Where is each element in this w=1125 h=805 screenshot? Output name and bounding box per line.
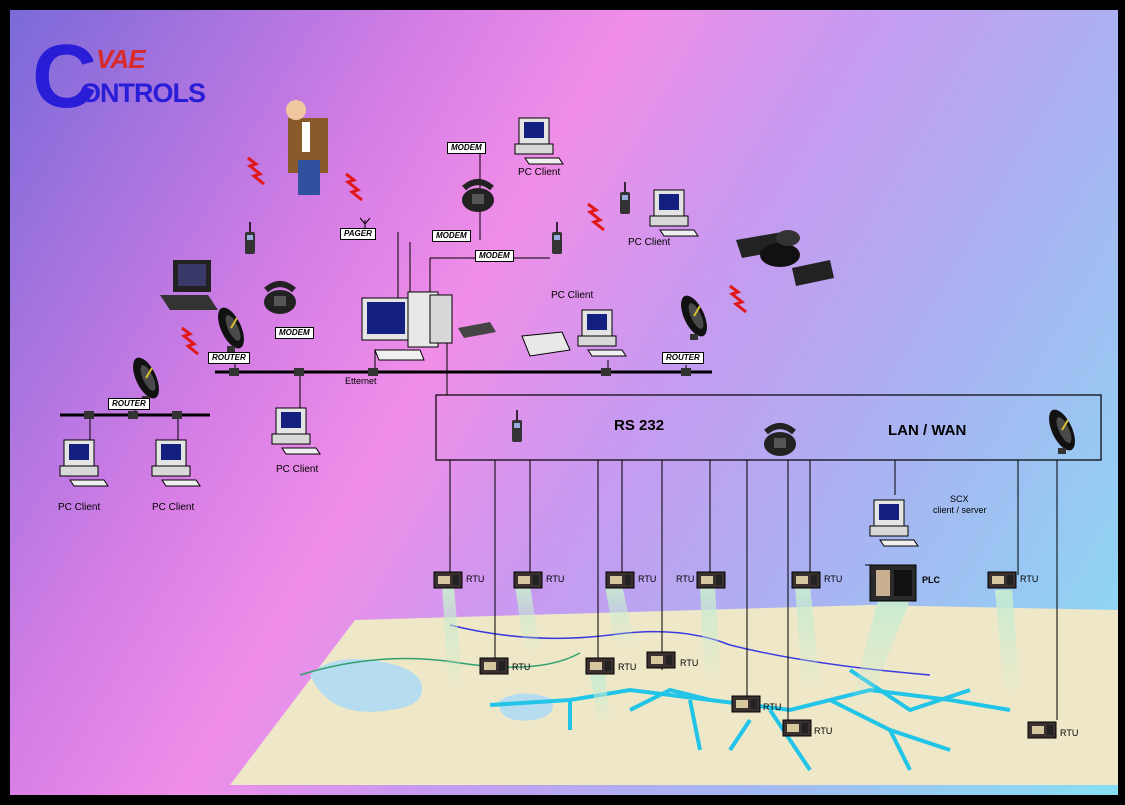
rs232-label: RS 232	[614, 417, 665, 434]
pc-client-icon	[59, 439, 109, 487]
phone-icon	[764, 426, 796, 456]
rtu-icon	[646, 651, 676, 669]
pc-client-label: PC Client	[551, 290, 594, 301]
scx-sublabel: client / server	[933, 505, 987, 515]
rtu-label: RTU	[814, 726, 833, 736]
router-dish-icon	[126, 352, 166, 404]
rtu-label: RTU	[1060, 728, 1079, 738]
pc-client-label: PC Client	[58, 502, 101, 513]
lake-1	[310, 659, 422, 712]
logo-letter-c: C	[32, 27, 97, 127]
mobile-phone-icon	[619, 181, 631, 215]
plc-label: PLC	[922, 575, 940, 585]
pc-client-label: PC Client	[518, 167, 561, 178]
rtu-label: RTU	[763, 702, 782, 712]
mobile-phone-icon	[511, 409, 523, 443]
laptop-icon	[160, 260, 218, 310]
logo-controls: ONTROLS	[80, 78, 206, 108]
modem-tag: MODEM	[275, 327, 314, 339]
rtu-icon	[605, 571, 635, 589]
rtu-label: RTU	[680, 658, 699, 668]
rs232-lan-wan-box	[435, 394, 1102, 461]
modem-tag: MODEM	[447, 142, 486, 154]
pc-client-icon	[577, 309, 627, 357]
modem-tag: MODEM	[432, 230, 471, 242]
dish-icon	[1042, 404, 1082, 456]
modem-phone-icon	[264, 284, 296, 314]
rtu-label: RTU	[512, 662, 531, 672]
pc-client-label: PC Client	[628, 237, 671, 248]
router-dish-icon	[674, 290, 714, 342]
rtu-label: RTU	[618, 662, 637, 672]
fax-icon	[458, 322, 496, 338]
rtu-label: RTU	[676, 574, 695, 584]
ethernet-label: Etternet	[345, 376, 377, 386]
pc-client-label: PC Client	[152, 502, 195, 513]
pc-client-icon	[649, 189, 699, 237]
bus-taps	[84, 368, 691, 419]
network-diagram-svg	[59, 100, 1118, 785]
printer-icon	[521, 331, 571, 357]
logo-vae: VAE	[96, 44, 146, 74]
router-tag: ROUTER	[208, 352, 250, 364]
lan-wan-label: LAN / WAN	[888, 422, 967, 439]
pc-client-icon	[271, 407, 321, 455]
rtu-icon	[782, 719, 812, 737]
pager-tag: PAGER	[340, 228, 376, 240]
rtu-label: RTU	[824, 574, 843, 584]
rtu-beams	[442, 585, 1020, 720]
lake-2	[499, 693, 553, 721]
router-tag: ROUTER	[662, 352, 704, 364]
network-links	[89, 150, 1058, 725]
rtu-label: RTU	[466, 574, 485, 584]
mobile-phone-icon	[551, 221, 563, 255]
router-tag: ROUTER	[108, 398, 150, 410]
rtu-icon	[1027, 721, 1057, 739]
rtu-icon	[987, 571, 1017, 589]
satellite-icon	[736, 230, 834, 286]
plc-icon	[869, 564, 917, 602]
rtu-icon	[513, 571, 543, 589]
rtu-label: RTU	[638, 574, 657, 584]
rtu-icon	[731, 695, 761, 713]
pc-client-icon	[514, 117, 564, 165]
radio-wave-icon	[728, 284, 748, 314]
radio-wave-icon	[344, 172, 364, 202]
diagram-canvas: C VAE ONTROLS	[10, 10, 1118, 795]
pc-client-icon	[151, 439, 201, 487]
modem-tag: MODEM	[475, 250, 514, 262]
scx-server-icon	[869, 499, 919, 547]
modem-phone-icon	[462, 182, 494, 212]
scx-label: SCX	[950, 494, 969, 504]
server-workstation-icon	[361, 291, 453, 361]
rtu-icon	[479, 657, 509, 675]
radio-wave-icon	[246, 156, 266, 186]
rtu-label: RTU	[546, 574, 565, 584]
rtu-icon	[791, 571, 821, 589]
rtu-label: RTU	[1020, 574, 1039, 584]
mobile-phone-icon	[244, 221, 256, 255]
rtu-icon	[433, 571, 463, 589]
person-with-phone-icon	[286, 100, 328, 195]
radio-wave-icon	[180, 326, 200, 356]
router-dish-icon	[211, 302, 251, 354]
radio-wave-icon	[586, 202, 606, 232]
rtu-icon	[585, 657, 615, 675]
rtu-icon	[696, 571, 726, 589]
pc-client-label: PC Client	[276, 464, 319, 475]
